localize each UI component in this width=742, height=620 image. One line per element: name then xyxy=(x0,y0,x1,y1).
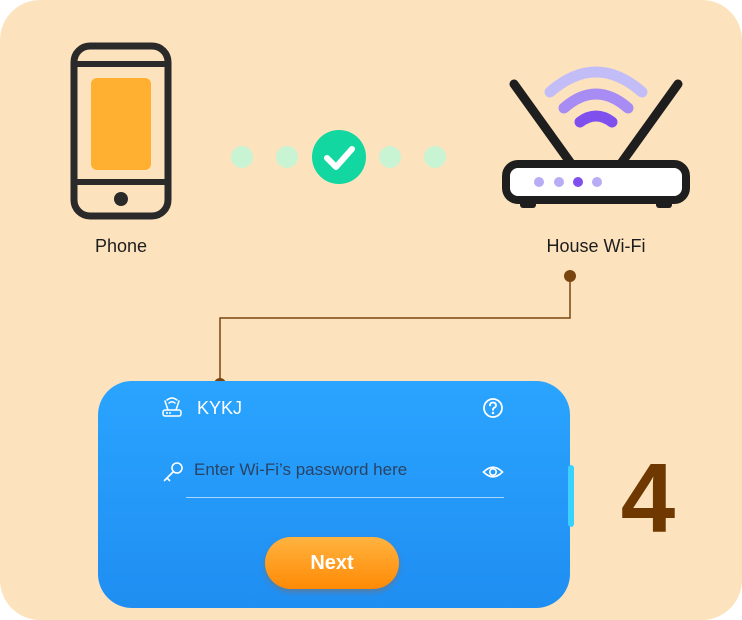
router-small-icon xyxy=(162,397,182,419)
connection-dot xyxy=(379,146,401,168)
check-icon xyxy=(312,130,366,184)
phone-icon xyxy=(70,42,172,220)
phone-label: Phone xyxy=(94,236,148,256)
connection-dot xyxy=(276,146,298,168)
router-label: House Wi-Fi xyxy=(546,236,646,256)
router-icon xyxy=(502,66,690,212)
connection-dot xyxy=(231,146,253,168)
ssid-row: KYKJ xyxy=(98,397,570,419)
panel-edge-glow xyxy=(568,465,574,527)
help-icon[interactable] xyxy=(482,397,504,419)
password-underline xyxy=(186,497,504,498)
eye-icon[interactable] xyxy=(482,461,504,483)
password-input[interactable] xyxy=(186,455,476,485)
step-number: 4 xyxy=(620,443,676,553)
wifi-form-panel: KYKJ xyxy=(98,381,574,608)
connection-dot xyxy=(424,146,446,168)
ssid-text: KYKJ xyxy=(197,398,243,418)
key-icon xyxy=(162,461,184,483)
next-button[interactable]: Next xyxy=(265,537,399,589)
password-row xyxy=(98,455,570,485)
